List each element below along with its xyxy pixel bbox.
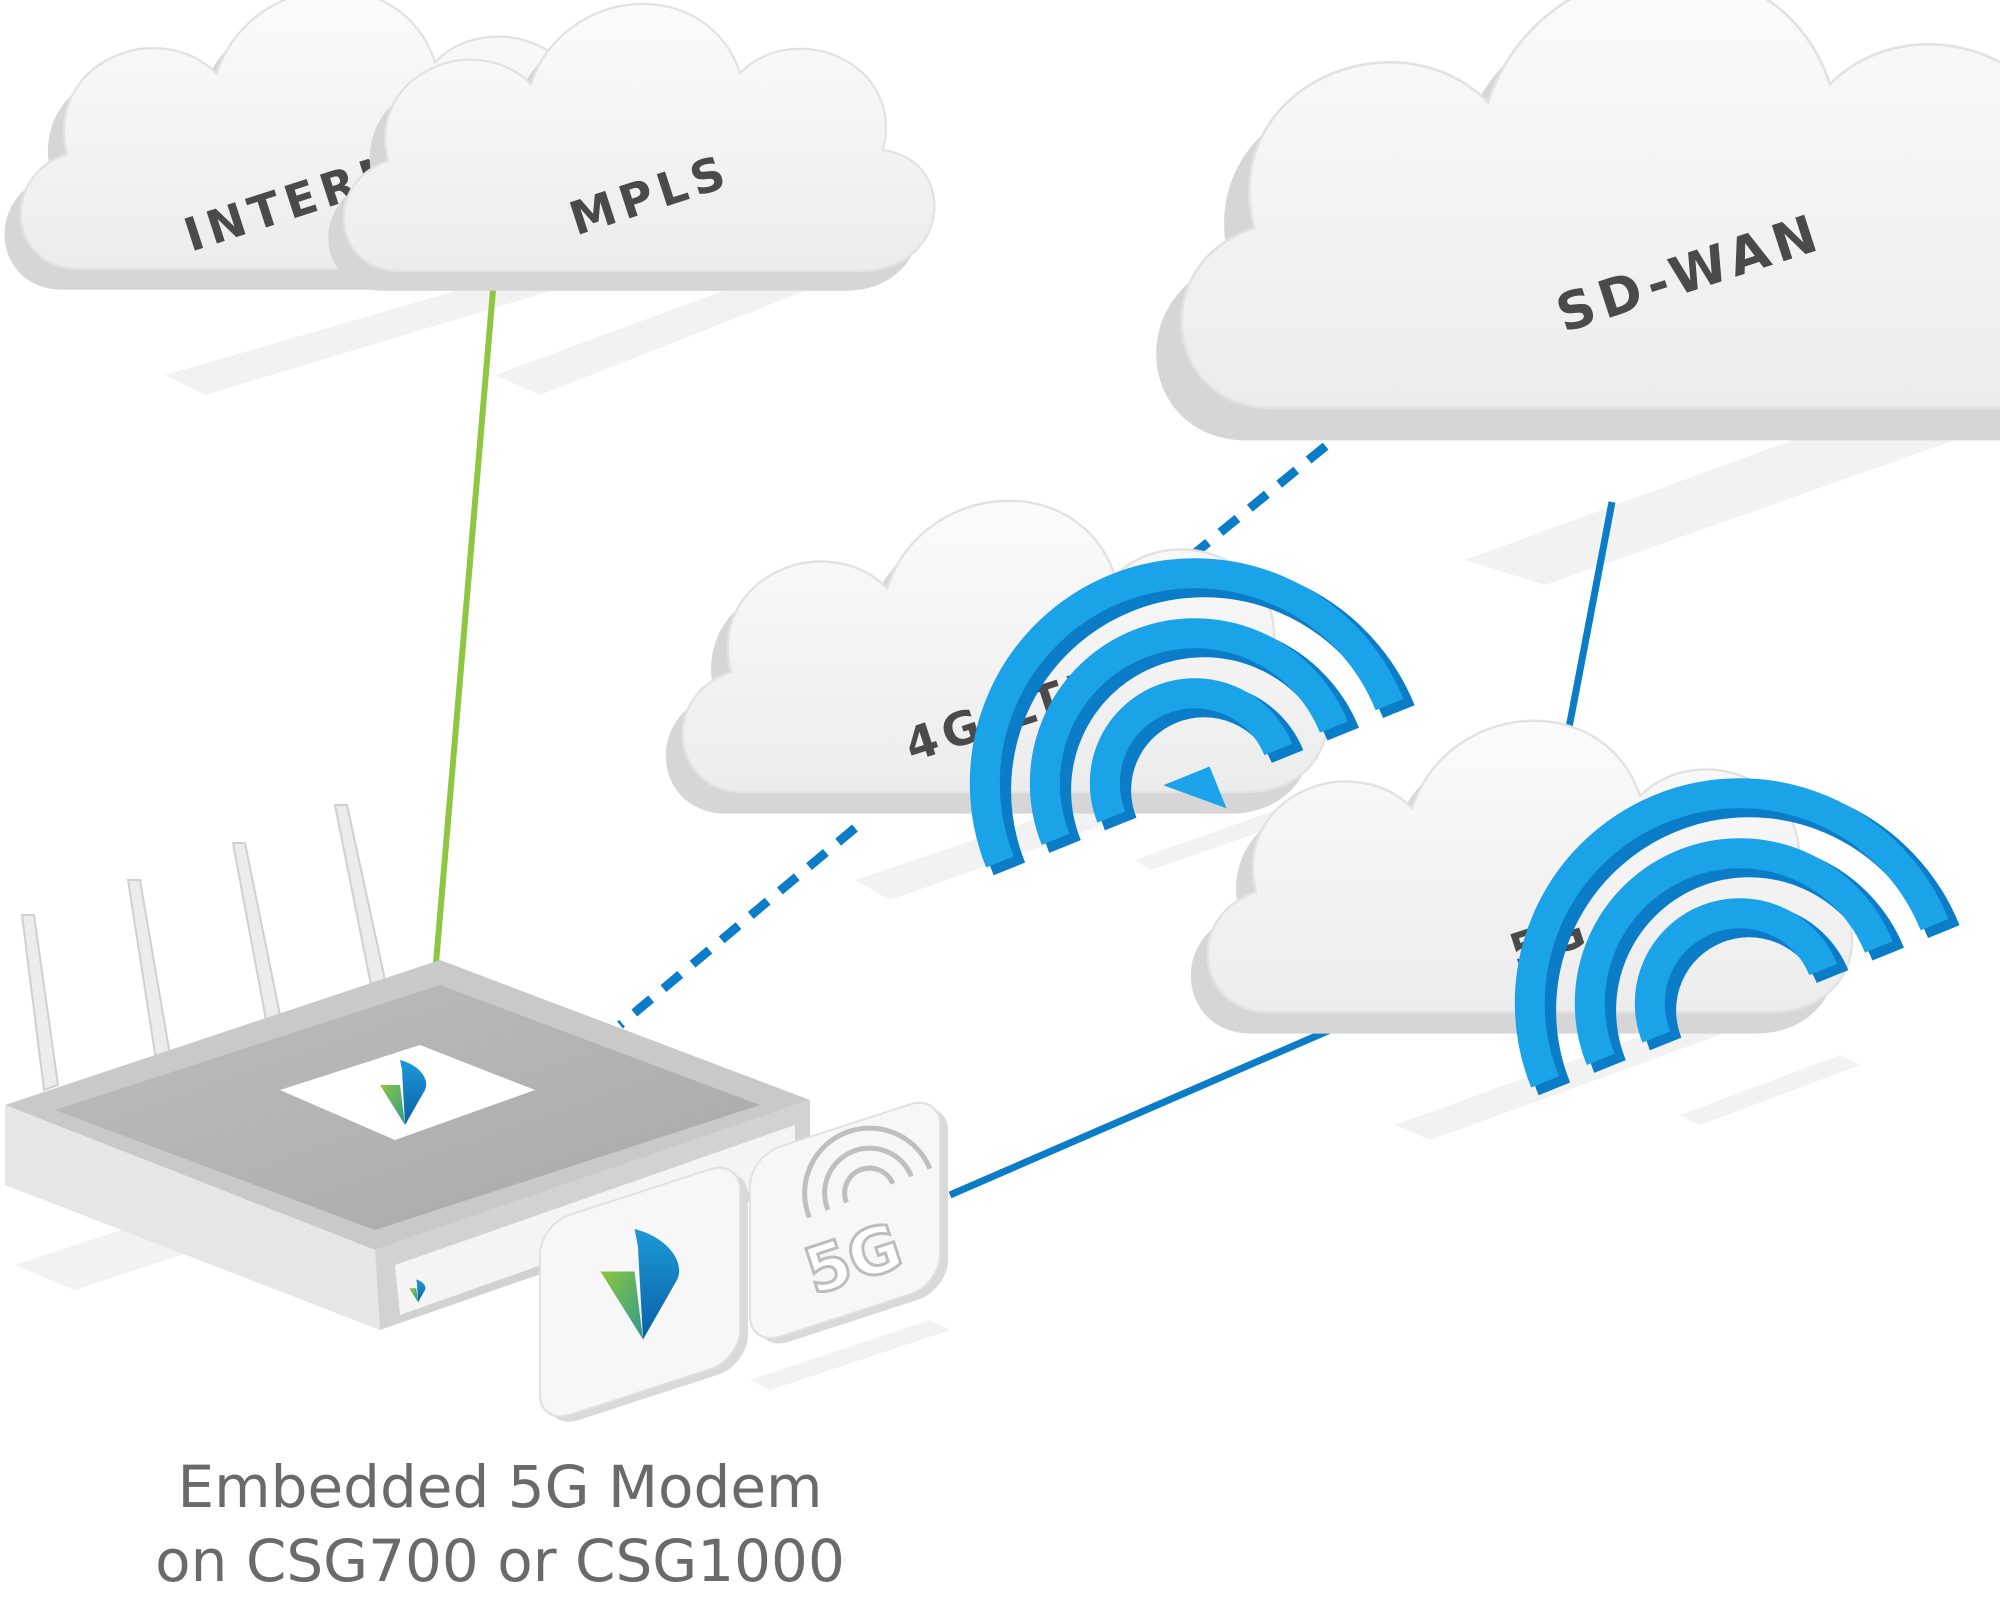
lte-dashed-link-lower: [617, 824, 858, 1029]
sdwan-cloud: [1156, 0, 2000, 441]
modem-5g-link-line: [948, 1026, 1332, 1199]
internet-link-line: [432, 289, 496, 976]
versa-logo-icon: [380, 1060, 427, 1125]
versa-logo-icon: [409, 1279, 426, 1303]
caption-line-1: Embedded 5G Modem: [177, 1453, 823, 1521]
diagram-caption: Embedded 5G Modem on CSG700 or CSG1000: [0, 1450, 1000, 1598]
router-antennas: [20, 804, 387, 1092]
lte-dashed-link-upper: [1147, 418, 1358, 594]
versa-logo-icon: [600, 1229, 680, 1340]
wifi-signal-icon: [969, 558, 1415, 876]
caption-line-2: on CSG700 or CSG1000: [155, 1527, 845, 1595]
versa-modem-tile: [539, 1166, 748, 1422]
wifi-signal-icon: [1514, 778, 1960, 1096]
5g-wifi-icon: [802, 1125, 933, 1219]
5g-modem-tile: 5G: [749, 1101, 948, 1344]
router-left-side: [5, 1105, 380, 1330]
